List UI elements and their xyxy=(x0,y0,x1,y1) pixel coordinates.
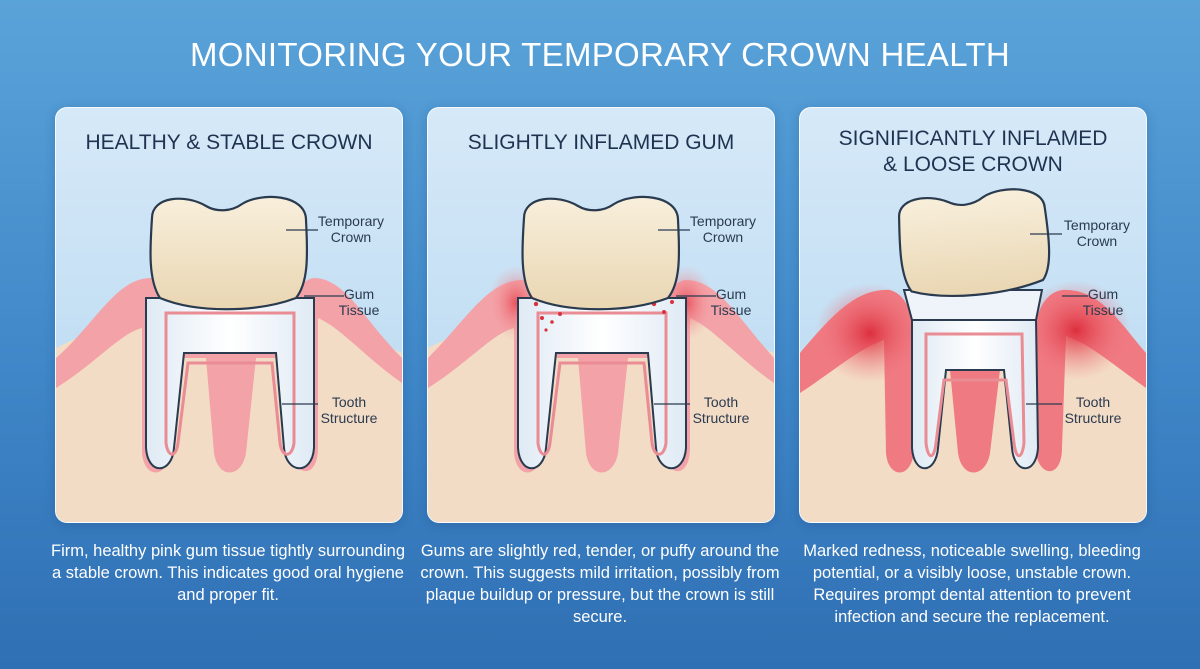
severe-inflamed-illustration xyxy=(800,188,1146,522)
tooth-roots xyxy=(517,297,687,470)
panel-title: SLIGHTLY INFLAMED GUM xyxy=(467,131,735,154)
gum-tissue xyxy=(56,278,402,473)
panel-significantly-inflamed-loose: SIGNIFICANTLY INFLAMED& LOOSE CROWN Temp… xyxy=(799,107,1147,523)
panel-title: SIGNIFICANTLY INFLAMED& LOOSE CROWN xyxy=(838,127,1108,176)
tooth-roots xyxy=(145,297,315,470)
slightly-inflamed-illustration xyxy=(428,195,774,522)
temporary-crown xyxy=(898,188,1051,297)
description-healthy: Firm, healthy pink gum tissue tightly su… xyxy=(51,542,405,604)
page-title: MONITORING YOUR TEMPORARY CROWN HEALTH xyxy=(190,36,1010,73)
description-significantly-inflamed: Marked redness, noticeable swelling, ble… xyxy=(803,542,1141,626)
temporary-crown xyxy=(521,195,681,311)
tooth-roots xyxy=(911,319,1040,470)
description-slightly-inflamed: Gums are slightly red, tender, or puffy … xyxy=(420,542,780,626)
inflamed-area-left xyxy=(815,283,925,383)
bleeding-dots xyxy=(533,300,674,332)
healthy-tooth-illustration xyxy=(56,195,402,522)
loose-crown xyxy=(898,188,1051,297)
temporary-crown xyxy=(149,195,309,311)
panel-title: HEALTHY & STABLE CROWN xyxy=(85,131,373,154)
inflamed-area-right xyxy=(1021,280,1131,380)
